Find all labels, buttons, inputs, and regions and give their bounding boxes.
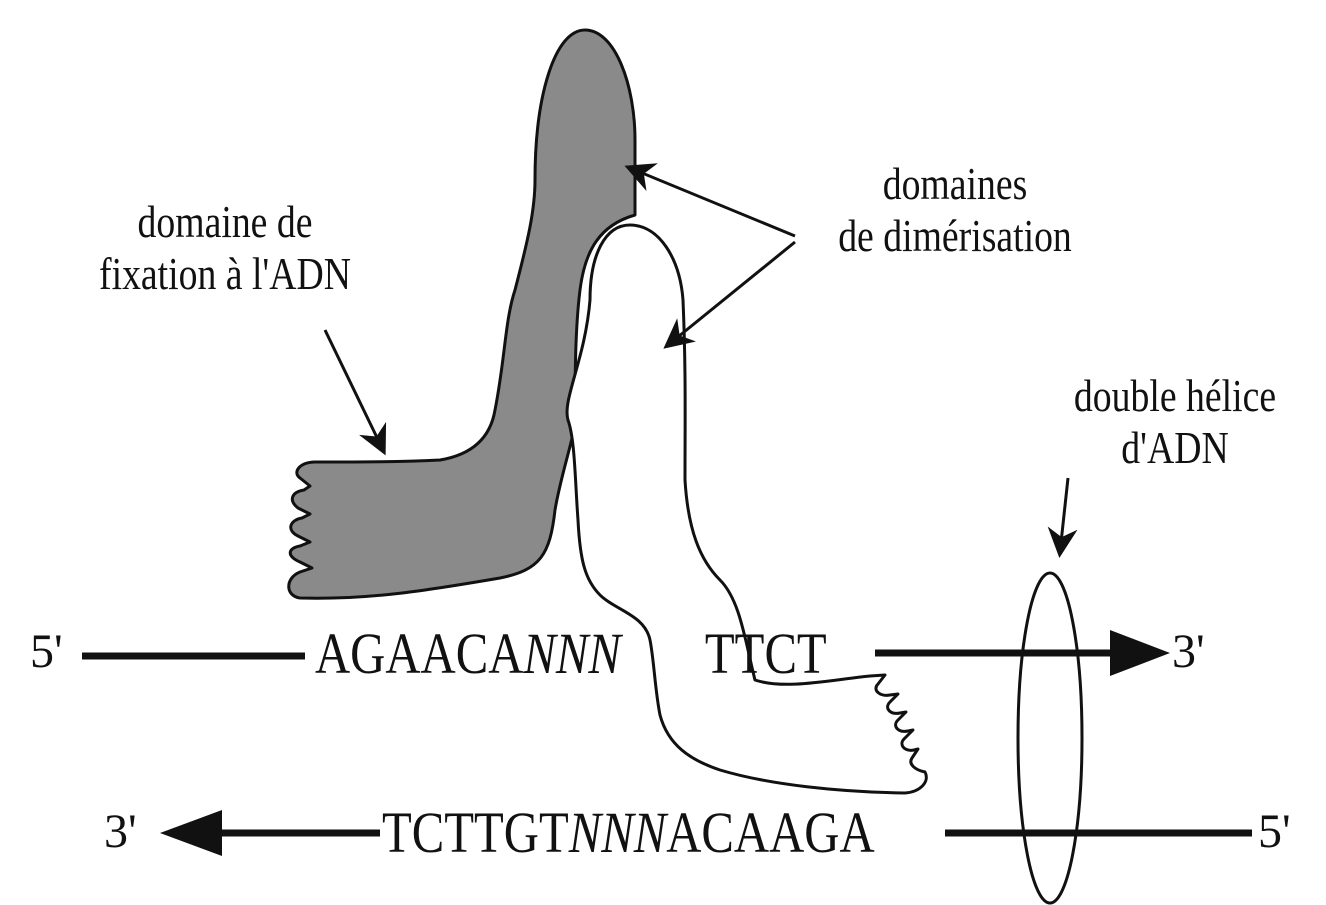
top-seq-start: AGAACA [315,621,523,686]
helix-pointer-arrow [1060,478,1068,552]
dna-binding-label-line2: fixation à l'ADN [90,248,361,300]
dimerization-domains-label: domaines de dimérisation [812,158,1099,262]
bottom-five-prime-label: 5' [1258,806,1291,858]
top-seq-n: NNN [523,621,620,686]
dimerization-pointer-arrow-white [668,242,795,345]
bottom-three-prime-label: 3' [104,806,137,858]
dna-binding-domain-label: domaine de fixation à l'ADN [90,196,361,300]
helix-label-line1: double hélice [1048,370,1302,422]
bottom-seq-start: TCTTGT [382,800,569,865]
helix-label-line2: d'ADN [1048,422,1302,474]
bottom-seq-n: NNN [569,800,666,865]
top-three-prime-label: 3' [1172,626,1205,678]
top-seq-end: TTCT [705,621,827,686]
bottom-strand-sequence: TCTTGTNNNACAAGA [382,803,875,863]
top-strand-sequence: AGAACANNN TTCT [315,624,827,684]
dimerization-label-line1: domaines [812,158,1099,210]
dimerization-label-line2: de dimérisation [812,210,1099,262]
top-five-prime-label: 5' [30,626,63,678]
dna-binding-label-line1: domaine de [90,196,361,248]
dna-binding-pointer-arrow [325,330,383,450]
dna-helix-ellipse [1018,573,1082,903]
bottom-seq-end: ACAAGA [666,800,874,865]
white-protein-monomer [567,225,926,793]
double-helix-label: double hélice d'ADN [1048,370,1302,474]
dimerization-pointer-arrow-grey [630,168,795,236]
top-strand-arrowhead [1110,630,1170,676]
